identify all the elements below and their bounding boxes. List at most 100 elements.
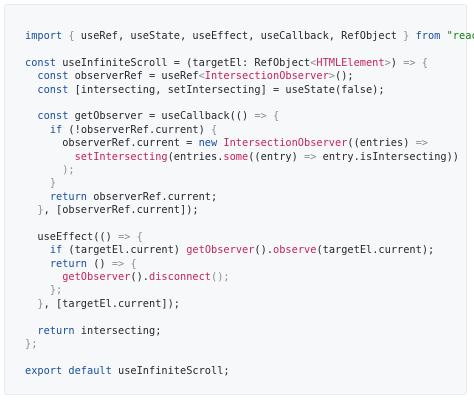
code-line: ​ — [25, 97, 474, 110]
code-token: if — [49, 244, 63, 257]
code-token: } — [37, 204, 44, 217]
code-token — [25, 124, 50, 136]
code-line: const getObserver = useCallback(() => { — [25, 110, 474, 123]
code-token — [25, 177, 50, 189]
code-token: IntersectionObserver — [204, 70, 329, 83]
code-token: (); — [211, 271, 230, 284]
code-line: ​ — [25, 43, 474, 56]
code-token: ); — [62, 163, 75, 176]
code-token — [25, 204, 37, 216]
code-line: const [intersecting, setIntersecting] = … — [25, 84, 474, 97]
code-line: }, [targetEl.current]); — [25, 298, 474, 311]
code-line: ); — [25, 164, 474, 177]
code-token: { — [68, 30, 75, 42]
code-token: { — [211, 123, 218, 136]
code-token: ((entry) — [248, 150, 305, 163]
code-token: } — [403, 30, 410, 42]
code-content: import { useRef, useState, useEffect, us… — [25, 30, 474, 378]
code-token: getObserver — [186, 244, 255, 257]
code-line: observerRef.current = new IntersectionOb… — [25, 137, 474, 150]
code-line: useEffect(() => { — [25, 231, 474, 244]
code-token: return — [49, 257, 88, 270]
code-token: { — [130, 257, 137, 270]
code-line: const useInfiniteScroll = (targetEl: Ref… — [25, 57, 474, 70]
code-token: () — [87, 257, 112, 270]
code-token: const — [37, 110, 69, 123]
code-line: return () => { — [25, 258, 474, 271]
code-token: (!observerRef.current) — [62, 123, 212, 136]
code-token: > — [328, 70, 335, 83]
code-token: } — [37, 297, 44, 310]
code-token — [25, 244, 50, 256]
code-token: (targetEl.current) — [62, 244, 187, 257]
code-token: entry.isIntersecting)) — [316, 150, 460, 163]
code-token: observerRef.current; — [87, 190, 218, 203]
code-token: from — [415, 30, 441, 42]
code-token: => — [254, 110, 267, 123]
code-token: > — [384, 56, 391, 69]
code-line: export default useInfiniteScroll; — [25, 365, 474, 378]
code-line: import { useRef, useState, useEffect, us… — [25, 30, 474, 43]
code-line: }; — [25, 338, 474, 351]
code-token: default — [68, 364, 112, 377]
code-line: return observerRef.current; — [25, 191, 474, 204]
code-line: }, [observerRef.current]); — [25, 204, 474, 217]
code-token: disconnect — [149, 271, 212, 284]
code-token: IntersectionObserver — [223, 137, 348, 150]
code-line: setIntersecting(entries.some((entry) => … — [25, 151, 474, 164]
code-token: HTMLElement — [316, 56, 385, 69]
code-token: => — [118, 230, 131, 243]
code-line: return intersecting; — [25, 325, 474, 338]
code-token: => — [415, 137, 429, 150]
code-token — [25, 258, 50, 270]
code-token: export — [25, 364, 63, 377]
code-token: return — [37, 324, 75, 337]
code-token: useEffect(() — [25, 230, 118, 243]
code-token: => — [403, 56, 416, 69]
code-token: "react" — [446, 30, 474, 42]
code-token: useRef, useState, useEffect, useCallback… — [74, 30, 404, 42]
code-token — [25, 110, 37, 122]
code-token: , [targetEl.current]); — [43, 297, 180, 310]
code-token: return — [49, 190, 88, 203]
code-token: { — [421, 56, 428, 69]
code-line: if (targetEl.current) getObserver().obse… — [25, 244, 474, 257]
code-block: import { useRef, useState, useEffect, us… — [4, 4, 474, 395]
code-token: observerRef = useRef — [68, 70, 199, 83]
code-line: if (!observerRef.current) { — [25, 124, 474, 137]
code-token: new — [198, 137, 218, 150]
code-line: ​ — [25, 351, 474, 364]
code-line: ​ — [25, 311, 474, 324]
code-token: useInfiniteScroll; — [111, 364, 230, 377]
code-token — [25, 271, 62, 283]
code-token: < — [310, 56, 317, 69]
code-token: observe — [273, 244, 317, 257]
code-token: { — [136, 230, 143, 243]
code-token — [25, 84, 37, 96]
code-token — [25, 70, 37, 82]
code-token: intersecting; — [74, 324, 162, 337]
code-token: < — [198, 70, 205, 83]
code-token: [intersecting, setIntersecting] = useSta… — [68, 83, 385, 96]
code-line: ​ — [25, 217, 474, 230]
code-token: const — [37, 70, 69, 83]
code-token — [25, 298, 37, 310]
code-token: ) — [390, 56, 404, 69]
code-token — [25, 325, 37, 337]
code-token: const — [25, 56, 56, 69]
code-token: (). — [130, 271, 150, 284]
code-token — [25, 284, 50, 296]
code-token: { — [273, 110, 280, 123]
code-token — [25, 191, 50, 203]
code-token: getObserver — [62, 271, 131, 284]
code-token: => — [304, 150, 317, 163]
code-token: => — [111, 257, 125, 270]
code-token — [25, 151, 75, 163]
code-token: , [observerRef.current]); — [43, 204, 199, 217]
code-token — [25, 164, 62, 176]
code-token: some — [223, 150, 249, 163]
code-token: ((entries) — [347, 137, 416, 150]
code-token: if — [49, 123, 63, 136]
code-line: }; — [25, 284, 474, 297]
code-token: getObserver = useCallback(() — [68, 110, 255, 123]
